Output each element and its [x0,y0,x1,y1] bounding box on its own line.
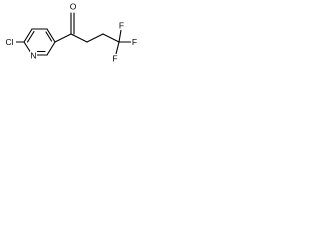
atom-o: O [69,2,77,12]
bond-c2-c3-inner [26,30,35,43]
atom-label-o: O [70,2,77,12]
atom-label-f3: F [112,54,117,64]
atom-label-f1: F [119,21,124,31]
bond-c4-c5 [46,28,56,43]
atom-f2: F [131,37,138,47]
bond-cf3-f3 [115,41,120,55]
bond-c4-c5-inner [45,31,53,42]
bond-ch2-ch2 [86,33,104,43]
bond-c5-carbonyl [54,33,72,43]
pyridine-ring [23,28,56,56]
atom-label-n: N [30,51,36,61]
atom-cl: Cl [3,37,16,47]
atom-label-cl: Cl [5,37,13,47]
bond-c5-c6 [46,41,56,56]
atom-n: N [30,51,37,61]
bond-carbonyl-ch2 [70,33,88,43]
chemical-structure: Cl N O F F F [3,2,138,64]
atom-f3: F [111,54,119,64]
bond-ch2-cf3 [102,33,120,43]
bond-c2-c3 [23,28,33,43]
bond-cf3-f1 [118,29,122,43]
atom-label-f2: F [132,37,137,47]
bond-n-c2 [23,41,32,54]
atom-f1: F [118,21,125,31]
